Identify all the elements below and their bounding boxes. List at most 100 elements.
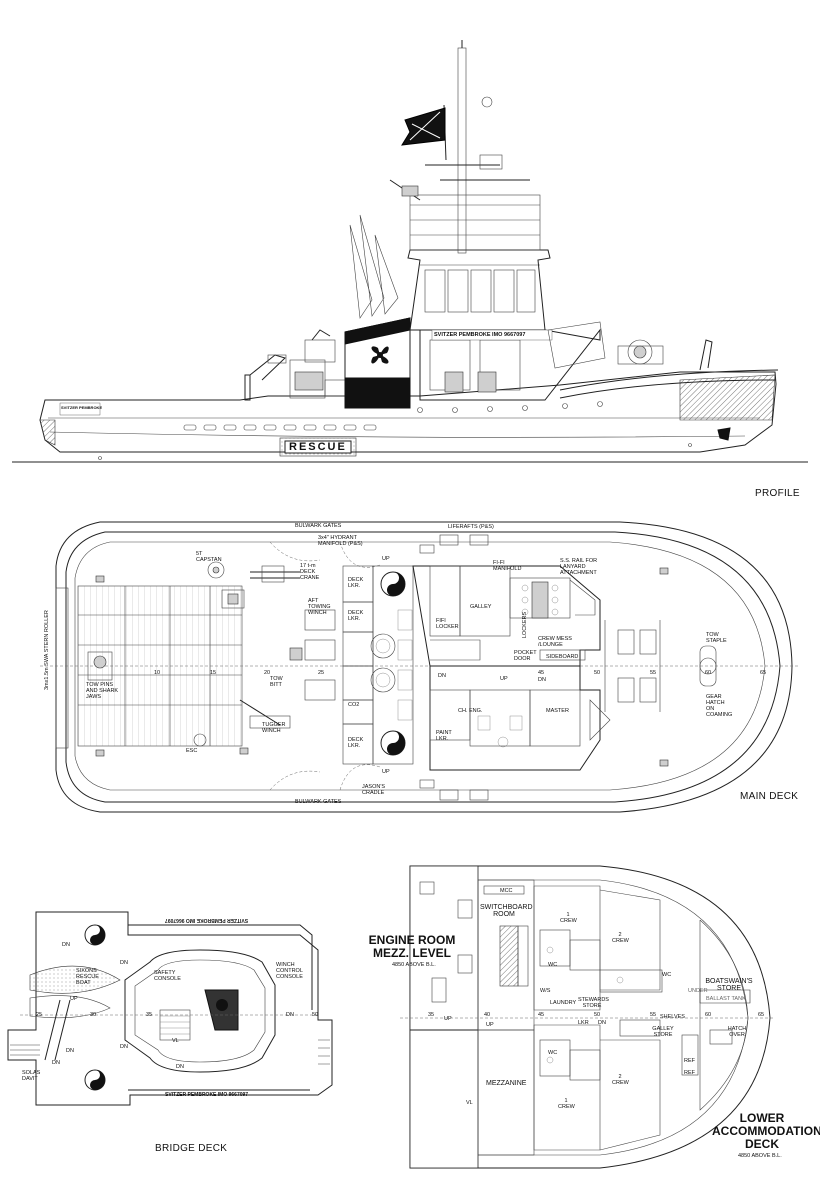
hatch-over-label: HATCH OVER xyxy=(727,1026,747,1038)
bridge-frame-35: 35 xyxy=(146,1012,153,1018)
main-deck-plan xyxy=(40,521,800,813)
mezzanine-label: MEZZANINE xyxy=(486,1080,527,1087)
main-deck-title: MAIN DECK xyxy=(740,791,799,802)
towing-winch-label: AFT TOWING WINCH xyxy=(308,598,331,616)
solas-davit-label: SOLAS DAVIT xyxy=(22,1070,41,1082)
frame-25-label: 25 xyxy=(318,670,325,676)
engine-room-title-line-2: MEZZ. LEVEL xyxy=(373,946,451,960)
crew-mess-label: CREW MESS /LOUNGE xyxy=(538,636,572,648)
rescue-marking: RESCUE xyxy=(289,441,347,453)
crew-cabin-4-label: 1 CREW xyxy=(558,1098,575,1110)
capstan-label: 5T CAPSTAN xyxy=(196,551,222,563)
lower-dn-label: DN xyxy=(598,1020,606,1026)
lower-frame-35: 35 xyxy=(428,1012,435,1018)
bridge-deck-title: BRIDGE DECK xyxy=(155,1143,228,1154)
wc-3-label: WC xyxy=(662,972,672,978)
deck-locker-3-label: DECK LKR. xyxy=(348,737,364,749)
lockers-label: LOCKERS xyxy=(522,611,529,639)
stair-dn-1: DN xyxy=(438,673,446,679)
liferafts-label: LIFERAFTS (P&S) xyxy=(448,524,494,530)
frame-45-label: 45 xyxy=(538,670,545,676)
profile-title: PROFILE xyxy=(755,488,800,499)
sideboard-label: SIDEBOARD xyxy=(546,654,579,660)
lower-accommodation-subtitle: 4850 ABOVE B.L. xyxy=(738,1153,782,1159)
frame-10-label: 10 xyxy=(154,670,161,676)
lower-accommodation-title: LOWER ACCOMMODATION DECK xyxy=(712,1111,820,1151)
lower-frame-60: 60 xyxy=(705,1012,712,1018)
hydrant-label: 3x4" HYDRANT MANIFOLD (P&S) xyxy=(318,535,363,547)
flag-icon xyxy=(401,104,447,161)
ss-rail-label: S.S. RAIL FOR LANYARD ATTACHMENT xyxy=(560,558,598,576)
frame-55-label: 55 xyxy=(650,670,657,676)
stewards-store-label: STEWARDS STORE xyxy=(578,997,609,1009)
deck-locker-1-label: DECK LKR. xyxy=(348,577,364,589)
shelves-label: SHELVES xyxy=(660,1014,685,1020)
engine-room-subtitle: 4850 ABOVE B.L. xyxy=(392,962,436,968)
laundry-label: LAUNDRY xyxy=(550,1000,577,1006)
propeller-icon xyxy=(371,346,389,364)
lower-frame-40: 40 xyxy=(484,1012,491,1018)
deck-crane-label: 17 t-m DECK CRANE xyxy=(300,563,320,581)
switchboard-room-label: SWITCHBOARD ROOM xyxy=(480,904,533,918)
jasons-cradle-label: JASON'S CRADLE xyxy=(362,784,386,796)
galley-store-label: GALLEY STORE xyxy=(652,1026,674,1038)
lower-accommodation-title-line-3: DECK xyxy=(744,1137,779,1151)
rescue-boat-label: SIXONS RESCUE BOAT xyxy=(76,968,99,986)
bridge-ship-name-bottom: SVITZER PEMBROKE IMO 9667097 xyxy=(165,1092,249,1098)
pocket-door-label: POCKET DOOR xyxy=(514,650,537,662)
crew-cabin-2-label: 2 CREW xyxy=(612,932,629,944)
deck-locker-2-label: DECK LKR. xyxy=(348,610,364,622)
bulwark-gates-top-label: BULWARK GATES xyxy=(295,523,342,529)
lower-deck-plan xyxy=(400,865,775,1169)
bulwark-gates-bottom-label: BULWARK GATES xyxy=(295,799,342,805)
bridge-up-a: UP xyxy=(70,996,78,1002)
ws-label: W/S xyxy=(540,988,551,994)
chief-engineer-cabin-label: CH. ENG. xyxy=(458,708,483,714)
bridge-frame-30: 30 xyxy=(90,1012,97,1018)
stair-up-2: UP xyxy=(382,556,390,562)
lower-frame-45: 45 xyxy=(538,1012,545,1018)
frame-50-label: 50 xyxy=(594,670,601,676)
lower-up-label: UP xyxy=(444,1016,452,1022)
bridge-dn-d: DN xyxy=(176,1064,184,1070)
lower-frame-65: 65 xyxy=(758,1012,765,1018)
lower-vl-label: VL xyxy=(466,1100,473,1106)
engine-room-title-line-1: ENGINE ROOM xyxy=(368,933,456,947)
safety-console-label: SAFETY CONSOLE xyxy=(154,970,181,982)
paint-locker-label: PAINT LKR. xyxy=(436,730,452,742)
stair-up-3: UP xyxy=(382,769,390,775)
bridge-dn-a: DN xyxy=(62,942,70,948)
bridge-frame-25: 25 xyxy=(36,1012,43,1018)
bow-name: SVITZER PEMBROKE xyxy=(61,405,103,410)
fifi-locker-label: FIFI LOCKER xyxy=(436,618,459,630)
bridge-dn-f: DN xyxy=(120,960,128,966)
superstructure xyxy=(407,249,551,331)
under-label: UNDER xyxy=(688,988,708,994)
crew-cabin-1-label: 1 CREW xyxy=(560,912,577,924)
mcc-label: MCC xyxy=(500,888,513,894)
tow-staple-label: TOW STAPLE xyxy=(706,632,727,644)
wc-2-label: WC xyxy=(548,1050,558,1056)
hull-profile xyxy=(39,371,777,453)
bridge-frame-50: 50 xyxy=(312,1012,319,1018)
galley-label: GALLEY xyxy=(470,604,492,610)
tow-bitt-label: TOW BITT xyxy=(270,676,283,688)
esc-label: ESC xyxy=(186,748,198,754)
winch-console-label: WINCH CONTROL CONSOLE xyxy=(276,962,303,980)
lower-frame-50: 50 xyxy=(594,1012,601,1018)
profile-ship-name: SVITZER PEMBROKE IMO 9667097 xyxy=(434,332,526,338)
ref-2-label: REF xyxy=(684,1070,695,1076)
fifi-manifold-label: FI-FI MANIFOLD xyxy=(493,560,522,572)
lower-accommodation-title-line-1: LOWER xyxy=(739,1111,785,1125)
ballast-tank-label: BALLAST TANK xyxy=(706,996,746,1002)
profile-view xyxy=(12,40,808,463)
tow-pins-label: TOW PINS AND SHARK JAWS xyxy=(86,682,119,700)
bridge-dn-e: DN xyxy=(286,1012,294,1018)
stair-dn-2: DN xyxy=(538,677,546,683)
frame-20-label: 20 xyxy=(264,670,271,676)
gear-hatch-label: GEAR HATCH ON COAMING xyxy=(706,694,733,718)
bridge-dn-g: DN xyxy=(52,1060,60,1066)
master-cabin-label: MASTER xyxy=(546,708,569,714)
crew-cabin-3-label: 2 CREW xyxy=(612,1074,629,1086)
